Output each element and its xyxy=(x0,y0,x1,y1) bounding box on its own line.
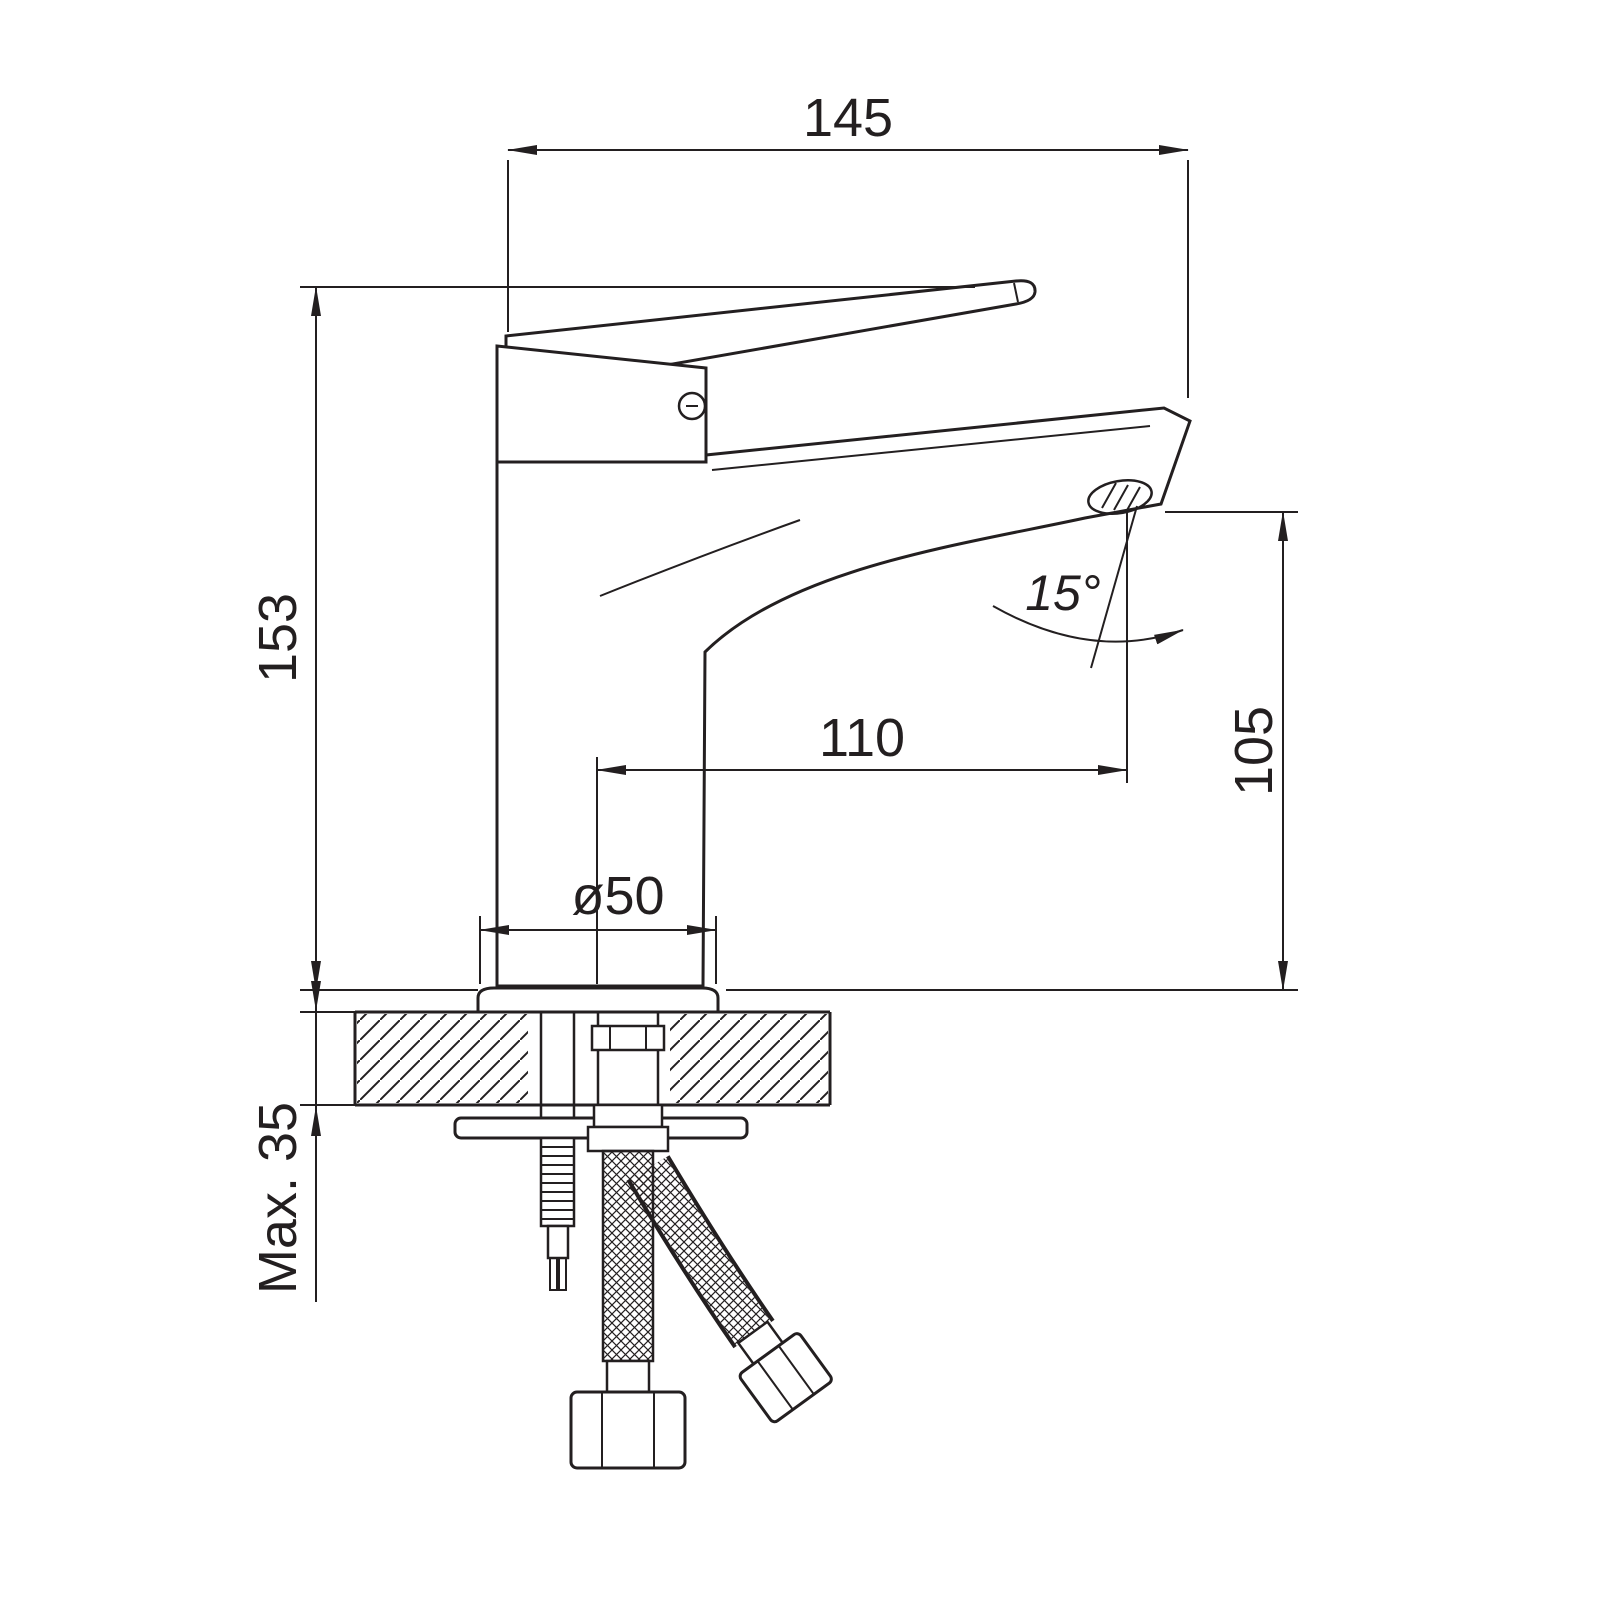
base-flange xyxy=(476,986,720,1014)
angled-hose-braid xyxy=(629,1157,772,1346)
dimension-angle-15: 15° xyxy=(992,505,1184,669)
hose-end-nut-flats xyxy=(601,1392,655,1468)
deck-border xyxy=(353,1010,832,1107)
mounting-stud-upper xyxy=(539,1012,576,1118)
dimension-max-35: Max. 35 xyxy=(248,981,357,1302)
dim-153-label: 153 xyxy=(248,593,308,683)
lever-handle xyxy=(504,279,1037,370)
handle-base xyxy=(495,344,708,464)
dimension-145: 145 xyxy=(507,88,1189,398)
hose-ferrule xyxy=(605,1359,651,1394)
hose-crimp-band xyxy=(586,1125,670,1153)
deck-hatch-right xyxy=(670,1014,828,1103)
dimension-110: 110 xyxy=(596,512,1128,984)
shank-collar xyxy=(590,1024,666,1052)
body-blend-curve xyxy=(599,519,801,597)
lever-tip-line xyxy=(1013,282,1019,303)
dim-105-label: 105 xyxy=(1224,706,1284,796)
spout-top-inner-line xyxy=(711,425,1151,471)
shank-collar-lines xyxy=(609,1026,647,1050)
stud-fork xyxy=(549,1258,567,1291)
faucet-outline xyxy=(476,279,1192,1014)
aerator-icon xyxy=(1087,479,1153,515)
dim-110-label: 110 xyxy=(819,708,905,768)
stud-tip xyxy=(546,1224,570,1260)
dim-diameter-label: ø50 xyxy=(571,866,664,926)
dim-max35-label: Max. 35 xyxy=(248,1102,308,1294)
stud-thread-lines xyxy=(541,1146,574,1220)
hose-end-nut xyxy=(569,1390,687,1470)
angled-hose-nut xyxy=(736,1320,833,1424)
dimension-diameter-50: ø50 xyxy=(479,866,717,984)
dimension-105: 105 xyxy=(726,511,1298,991)
countertop-section xyxy=(353,1010,832,1107)
deck-hatch-left xyxy=(357,1014,528,1103)
handle-screw-icon xyxy=(677,391,707,421)
dim-angle-label: 15° xyxy=(1025,565,1101,621)
dim-145-label: 145 xyxy=(803,88,893,148)
dimension-153: 153 xyxy=(248,286,975,991)
vertical-hose-braid xyxy=(601,1149,655,1363)
hose-fitting xyxy=(592,1103,664,1129)
hoses xyxy=(569,1103,833,1470)
